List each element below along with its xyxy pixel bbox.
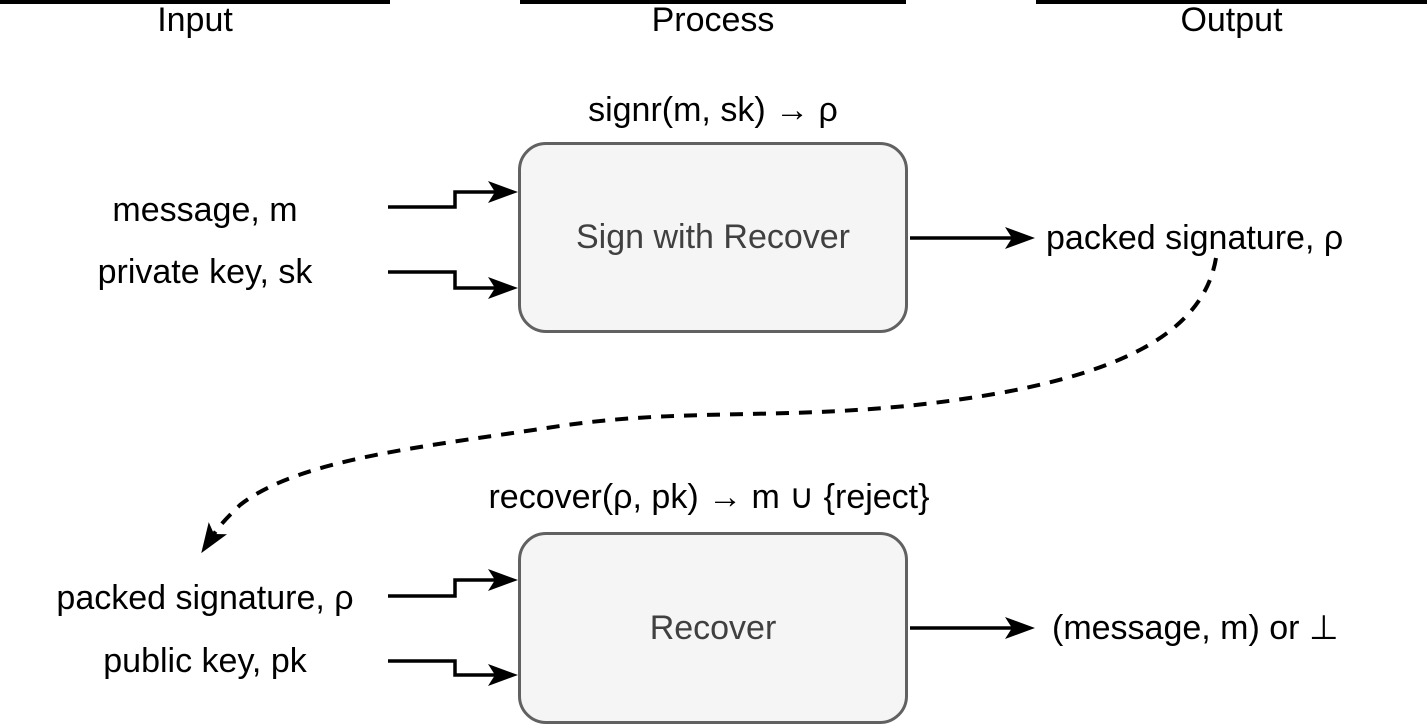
process-box-recover-label: Recover [649, 608, 777, 647]
process-box-sign-label: Sign with Recover [575, 218, 850, 256]
function-signature-label-recover: recover(ρ, pk) → m ∪ {reject} [488, 478, 930, 516]
input-label-public-key: public key, pk [103, 642, 307, 680]
column-header-process: Process [651, 1, 775, 39]
process-box-recover: Recover [518, 532, 908, 724]
column-header-process-rule [520, 0, 906, 4]
function-signature-label-sign: signr(m, sk) → ρ [588, 91, 838, 129]
column-header-output: Output [1180, 1, 1283, 39]
output-label-packed-signature: packed signature, ρ [1046, 219, 1344, 257]
input-label-packed-signature: packed signature, ρ [56, 579, 354, 617]
output-label-message-or-bottom: (message, m) or ⊥ [1052, 609, 1339, 647]
input-label-message: message, m [112, 191, 298, 229]
process-box-sign-with-recover: Sign with Recover [518, 142, 908, 333]
column-header-input: Input [157, 1, 233, 39]
column-header-input-rule [0, 0, 390, 4]
input-label-private-key: private key, sk [97, 253, 313, 291]
column-header-output-rule [1036, 0, 1427, 4]
